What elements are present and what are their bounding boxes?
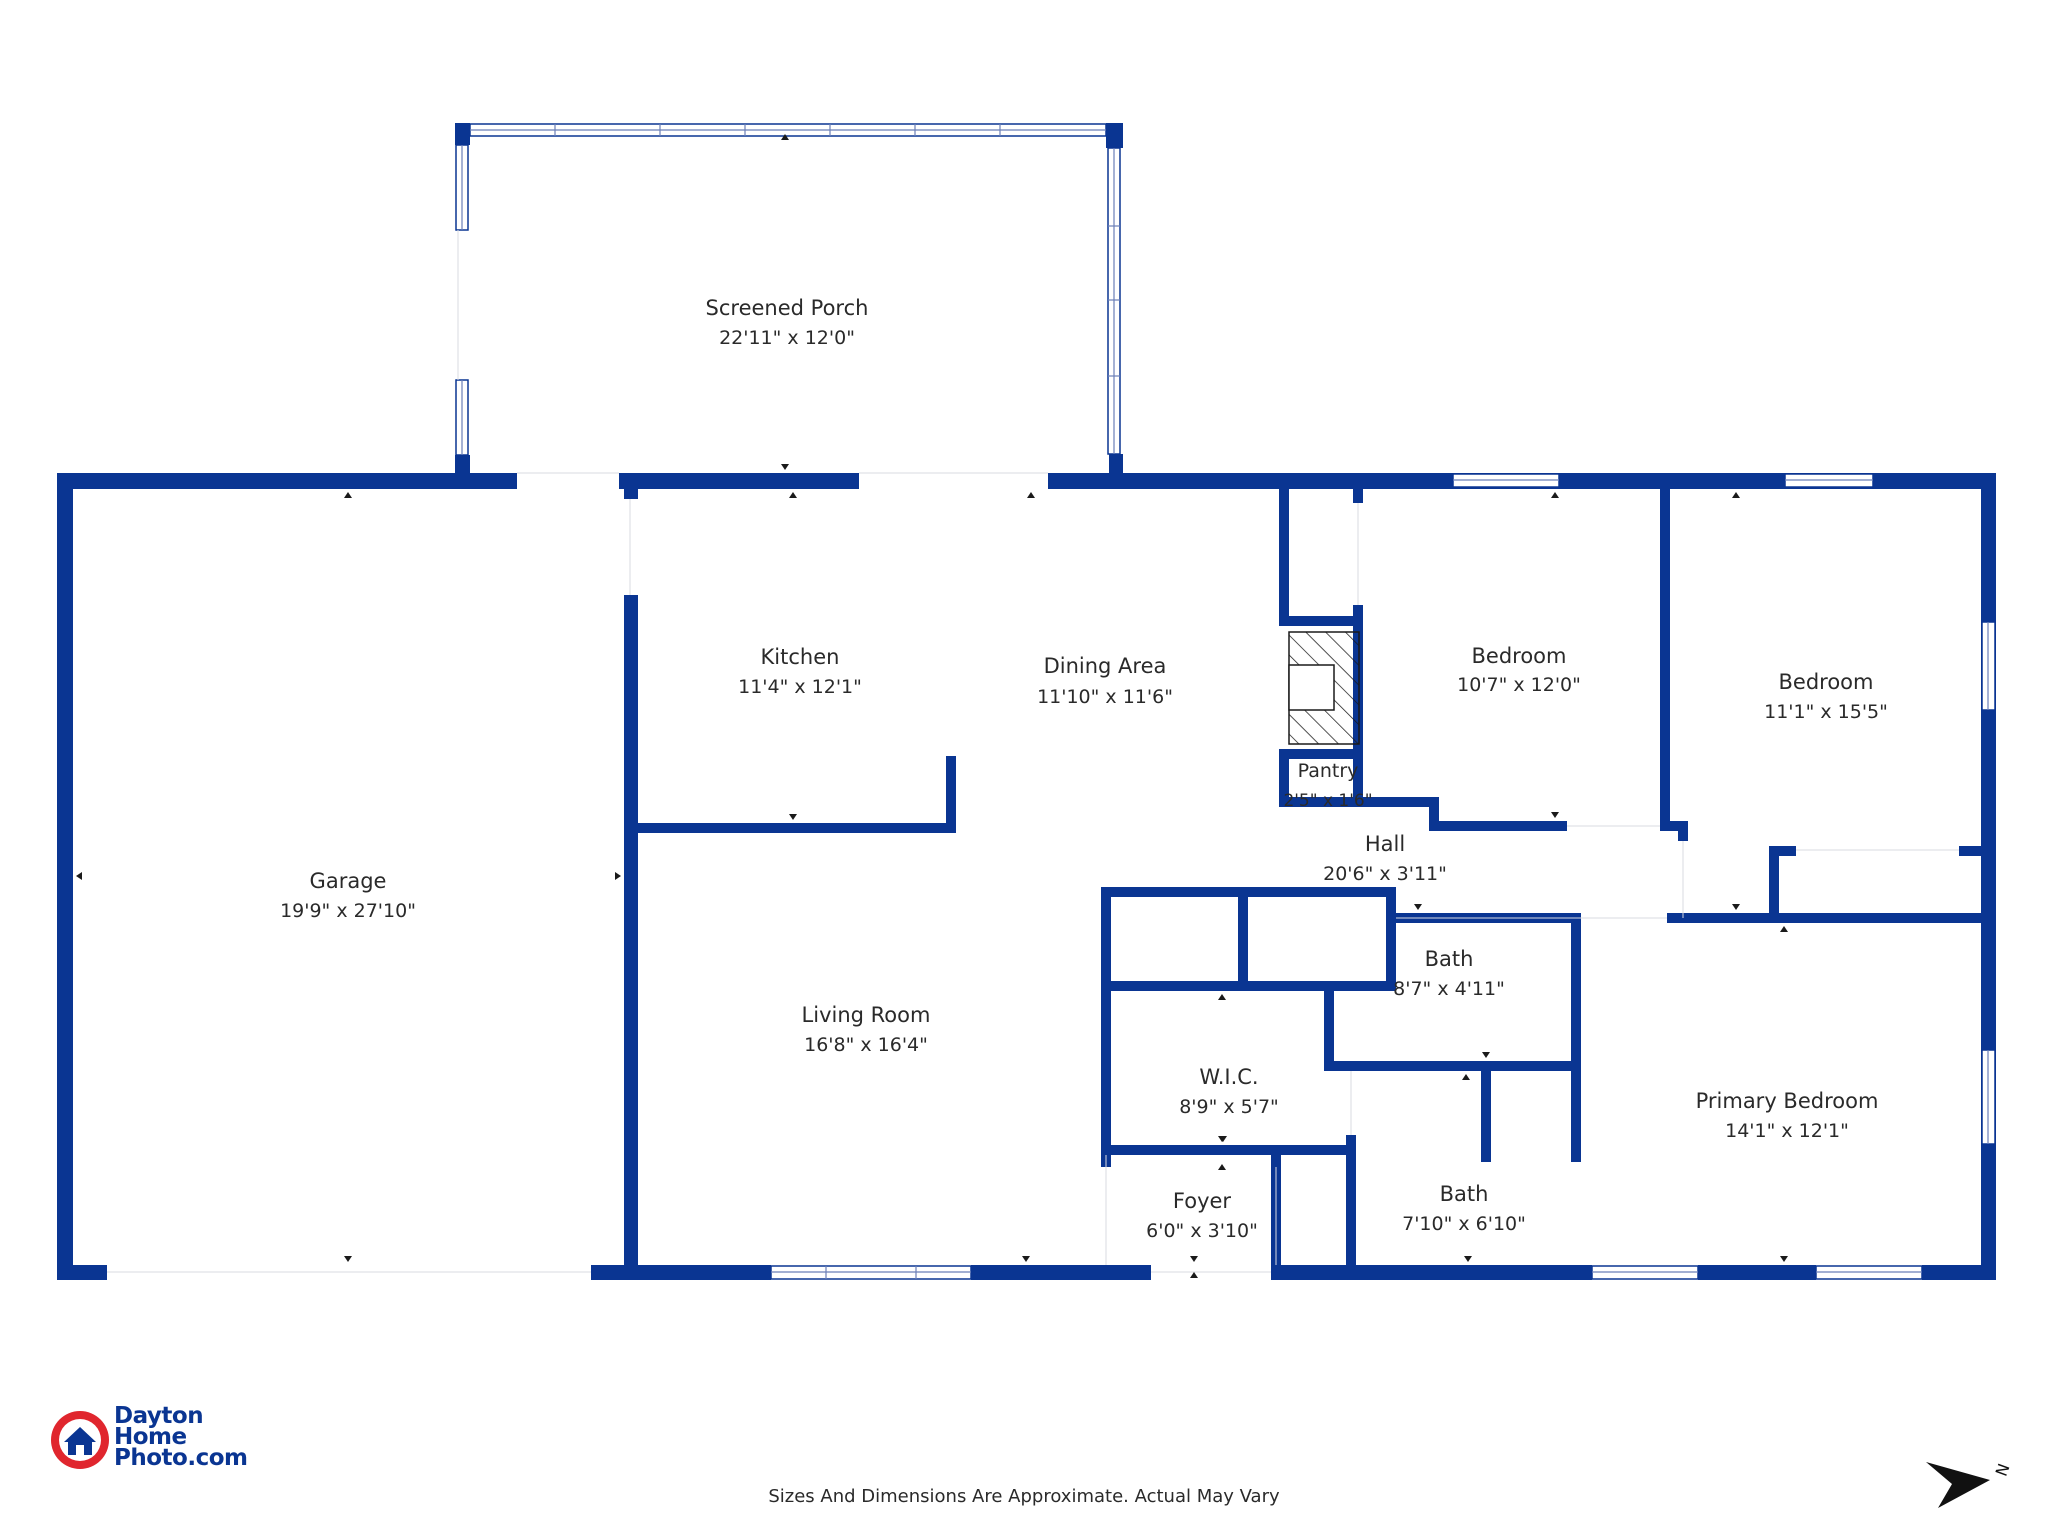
- room-dims-living-room: 16'8" x 16'4": [804, 1034, 928, 1056]
- room-name-hall: Hall: [1365, 832, 1405, 856]
- room-name-dining-area: Dining Area: [1044, 654, 1167, 678]
- room-dims-hall: 20'6" x 3'11": [1323, 863, 1447, 885]
- room-name-kitchen: Kitchen: [761, 645, 840, 669]
- logo-house-icon: [51, 1411, 109, 1469]
- north-label: N: [1992, 1461, 2014, 1479]
- room-name-bedroom-2: Bedroom: [1779, 670, 1874, 694]
- room-dims-foyer: 6'0" x 3'10": [1146, 1220, 1258, 1242]
- room-name-screened-porch: Screened Porch: [706, 296, 869, 320]
- room-name-pantry: Pantry: [1298, 760, 1359, 782]
- room-dims-dining-area: 11'10" x 11'6": [1037, 686, 1173, 708]
- logo-line-3: Photo.com: [114, 1445, 248, 1471]
- room-name-foyer: Foyer: [1173, 1189, 1232, 1213]
- room-dims-bedroom-2: 11'1" x 15'5": [1764, 701, 1888, 723]
- room-labels: Screened Porch 22'11" x 12'0" Garage 19'…: [280, 296, 1888, 1242]
- north-arrow-icon: N: [1926, 1461, 2014, 1508]
- room-name-bath-2: Bath: [1440, 1182, 1489, 1206]
- room-dims-bedroom-1: 10'7" x 12'0": [1457, 674, 1581, 696]
- logo-wordmark: Dayton Home Photo.com: [114, 1403, 248, 1471]
- disclaimer-text: Sizes And Dimensions Are Approximate. Ac…: [768, 1486, 1280, 1507]
- logo-line-1: Dayton: [114, 1403, 204, 1429]
- room-name-wic: W.I.C.: [1199, 1065, 1258, 1089]
- room-name-bedroom-1: Bedroom: [1472, 644, 1567, 668]
- room-dims-primary-bedroom: 14'1" x 12'1": [1725, 1120, 1849, 1142]
- logo: [51, 1411, 109, 1469]
- room-dims-garage: 19'9" x 27'10": [280, 900, 416, 922]
- room-dims-screened-porch: 22'11" x 12'0": [719, 327, 855, 349]
- dimension-markers: [76, 134, 1788, 1278]
- room-dims-wic: 8'9" x 5'7": [1179, 1096, 1279, 1118]
- room-dims-kitchen: 11'4" x 12'1": [738, 676, 862, 698]
- room-name-primary-bedroom: Primary Bedroom: [1696, 1089, 1879, 1113]
- room-dims-bath-1: 8'7" x 4'11": [1393, 978, 1505, 1000]
- openings: [107, 230, 1959, 1273]
- room-dims-pantry: 2'5" x 1'6": [1283, 791, 1372, 811]
- room-name-living-room: Living Room: [802, 1003, 931, 1027]
- room-name-garage: Garage: [310, 869, 387, 893]
- logo-line-2: Home: [114, 1424, 187, 1450]
- windows: [455, 123, 1996, 1280]
- room-dims-bath-2: 7'10" x 6'10": [1402, 1213, 1526, 1235]
- fireplace-hatch: [1288, 631, 1360, 745]
- room-name-bath-1: Bath: [1425, 947, 1474, 971]
